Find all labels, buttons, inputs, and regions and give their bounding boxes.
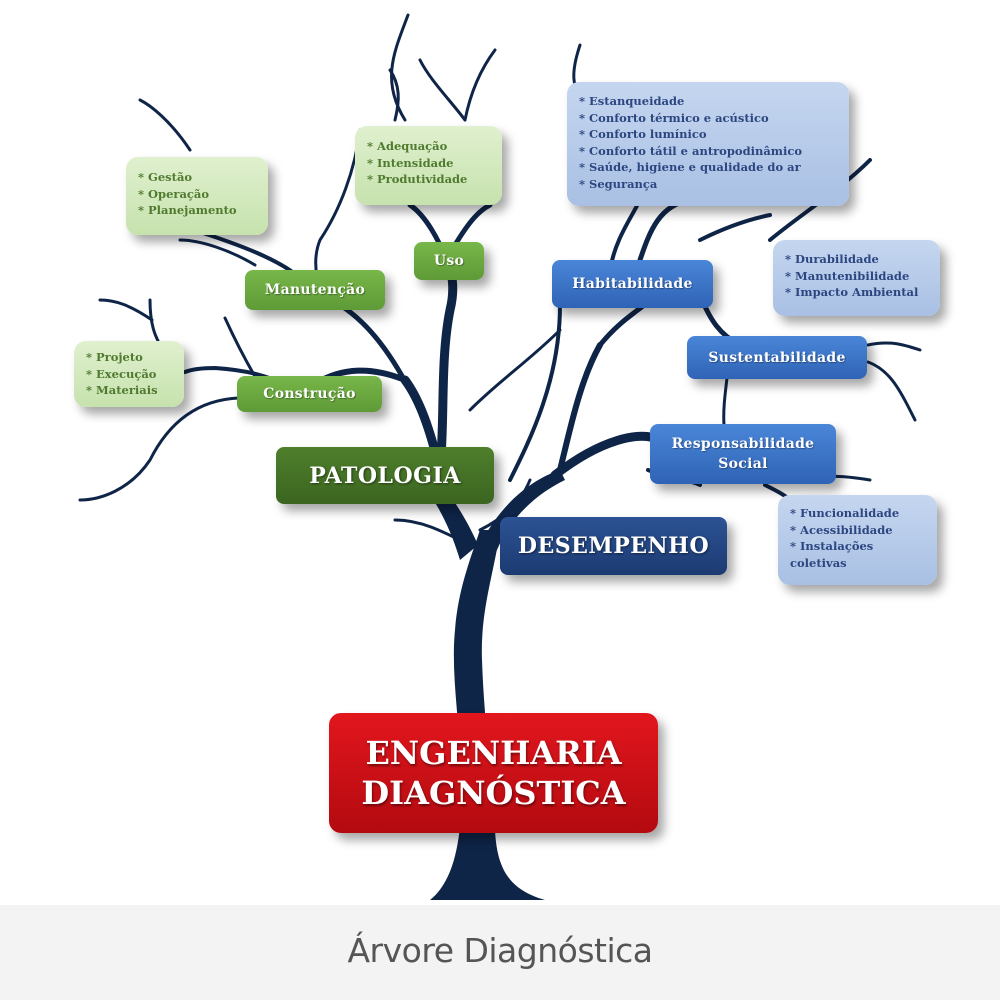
list-uso: * Adequação * Intensidade * Produtividad… [355, 126, 502, 205]
node-construcao-label: Construção [263, 386, 356, 402]
diagram-canvas: ENGENHARIA DIAGNÓSTICA PATOLOGIA DESEMPE… [74, 13, 940, 900]
list-item: * Saúde, higiene e qualidade do ar [579, 160, 801, 174]
list-item: * Planejamento [138, 203, 237, 217]
node-manutencao-label: Manutenção [264, 282, 366, 298]
list-item: * Estanqueidade [579, 94, 685, 108]
list-construcao: * Projeto * Execução * Materiais [74, 341, 184, 407]
list-item: * Intensidade [367, 155, 454, 170]
list-sustentabilidade: * Durabilidade * Manutenibilidade * Impa… [773, 240, 940, 316]
list-item: * Instalações coletivas [790, 539, 874, 570]
list-item: * Conforto lumínico [579, 127, 707, 141]
root-line-1: ENGENHARIA [365, 734, 622, 772]
node-desempenho: DESEMPENHO [500, 517, 727, 575]
list-habitabilidade: * Estanqueidade * Conforto térmico e acú… [567, 82, 849, 206]
list-item: * Operação [138, 186, 210, 201]
list-item: * Projeto [86, 350, 143, 364]
list-item: * Conforto térmico e acústico [579, 110, 769, 125]
node-desempenho-label: DESEMPENHO [517, 533, 710, 559]
list-item: * Durabilidade [785, 252, 879, 266]
node-responsabilidade-social: Responsabilidade Social [650, 424, 836, 484]
list-item: * Gestão [138, 170, 193, 184]
list-item: * Produtividade [367, 172, 468, 186]
node-sustentabilidade: Sustentabilidade [687, 336, 867, 379]
node-patologia-label: PATOLOGIA [309, 462, 461, 489]
caption-title: Árvore Diagnóstica [347, 931, 653, 970]
list-item: * Materiais [86, 383, 158, 397]
list-item: * Conforto tátil e antropodinâmico [579, 143, 802, 158]
node-uso: Uso [414, 242, 484, 280]
list-item: * Manutenibilidade [785, 268, 910, 283]
list-item: * Segurança [579, 176, 658, 191]
node-patologia: PATOLOGIA [276, 447, 494, 504]
list-responsabilidade-social: * Funcionalidade * Acessibilidade * Inst… [778, 495, 937, 585]
root-line-2: DIAGNÓSTICA [361, 774, 626, 812]
list-item: * Adequação [367, 139, 448, 153]
node-construcao: Construção [237, 376, 382, 412]
root-node-engenharia-diagnostica: ENGENHARIA DIAGNÓSTICA [329, 713, 658, 833]
node-responsabilidade-line-1: Responsabilidade [671, 436, 815, 452]
caption-bar: Árvore Diagnóstica [0, 905, 1000, 1000]
node-manutencao: Manutenção [245, 270, 385, 310]
node-habitabilidade: Habitabilidade [552, 260, 713, 308]
list-item: * Acessibilidade [790, 522, 893, 537]
list-item: * Execução [86, 366, 157, 381]
node-habitabilidade-label: Habitabilidade [572, 276, 693, 292]
list-item: * Funcionalidade [790, 506, 900, 520]
node-sustentabilidade-label: Sustentabilidade [708, 349, 846, 366]
list-manutencao: * Gestão * Operação * Planejamento [126, 157, 268, 235]
node-uso-label: Uso [433, 253, 465, 269]
node-responsabilidade-line-2: Social [718, 456, 768, 472]
list-item: * Impacto Ambiental [785, 285, 919, 299]
